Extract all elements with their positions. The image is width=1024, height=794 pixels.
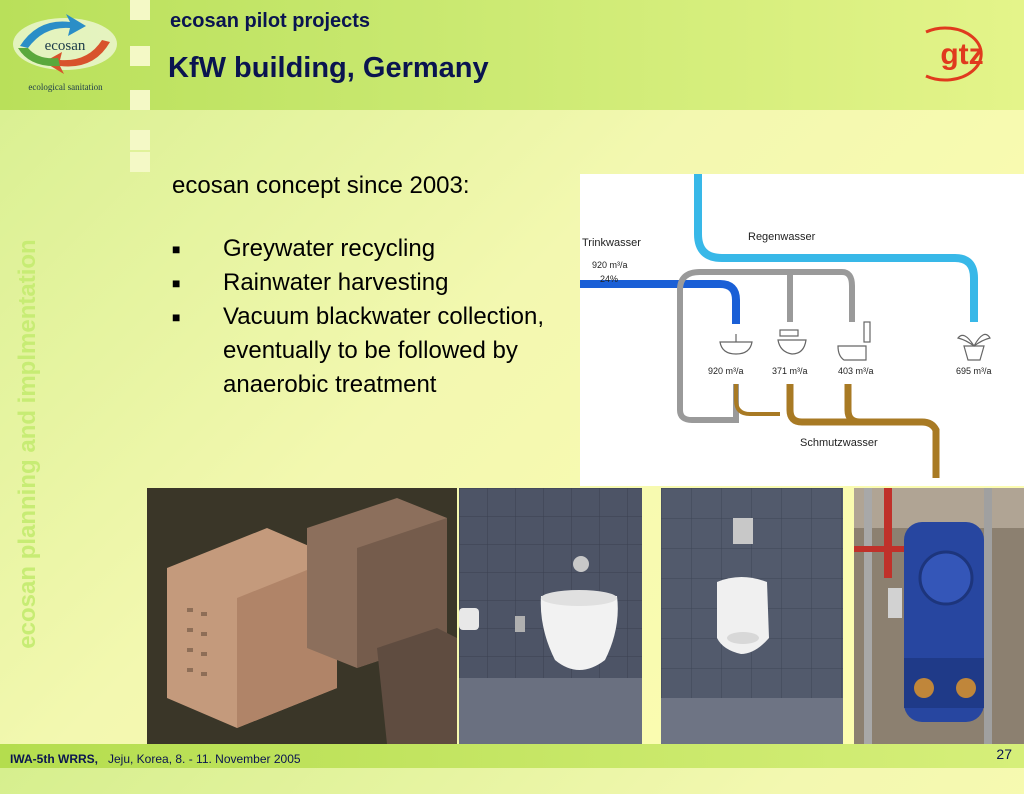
- logo-caption: ecological sanitation: [28, 82, 103, 92]
- wastewater-pipe: [786, 384, 940, 478]
- list-item: ■ Greywater recycling: [172, 232, 572, 266]
- label-trinkwasser: Trinkwasser: [582, 237, 641, 249]
- water-flow-diagram: Trinkwasser 920 m³/a 24% Regenwasser Sch…: [580, 174, 1024, 486]
- footer-conference: IWA-5th WRRS,: [10, 752, 98, 766]
- greywater-pipe: [677, 384, 740, 423]
- bullet-text: Rainwater harvesting: [223, 269, 449, 296]
- footer-place-date: Jeju, Korea, 8. - 11. November 2005: [108, 752, 301, 766]
- vacuum-toilet-photo: [459, 488, 642, 744]
- bullet-icon: ■: [172, 241, 181, 257]
- potable-pipe: [580, 280, 740, 324]
- gtz-logo: gtz: [918, 24, 1008, 84]
- ecosan-logo: ecosan ecological sanitation: [8, 12, 123, 102]
- intro-text: ecosan concept since 2003:: [172, 172, 470, 199]
- bullet-text: Vacuum blackwater collection, eventually…: [223, 303, 545, 398]
- urinal-icon: [837, 321, 871, 361]
- gtz-wordmark: gtz: [940, 38, 983, 71]
- label-regenwasser: Regenwasser: [748, 231, 816, 243]
- footer-band: IWA-5th WRRS, Jeju, Korea, 8. - 11. Nove…: [0, 744, 1024, 768]
- section-subtitle: ecosan pilot projects: [170, 10, 371, 32]
- page-title: KfW building, Germany: [168, 52, 489, 84]
- bullet-icon: ■: [172, 309, 181, 325]
- sink-icon: [719, 334, 753, 355]
- value-irrigation: 695 m³/a: [956, 366, 992, 376]
- list-item: ■ Rainwater harvesting: [172, 266, 572, 300]
- decor-square: [130, 152, 150, 172]
- value-urinal: 403 m³/a: [838, 366, 874, 376]
- architectural-model-photo: [147, 488, 457, 744]
- bullet-icon: ■: [172, 275, 181, 291]
- label-trink-percent: 24%: [600, 274, 618, 284]
- vacuum-tank-photo: [854, 488, 1024, 744]
- logo-wordmark: ecosan: [45, 38, 86, 54]
- decor-square: [130, 0, 150, 20]
- vertical-side-title: ecosan planning and implmentation: [14, 239, 41, 649]
- decor-square: [130, 46, 150, 66]
- label-trink-volume: 920 m³/a: [592, 260, 628, 270]
- bullet-list: ■ Greywater recycling ■ Rainwater harvesti…: [172, 232, 572, 402]
- list-item: ■ Vacuum blackwater collection, eventuall…: [172, 300, 572, 402]
- decor-square: [130, 90, 150, 110]
- label-schmutzwasser: Schmutzwasser: [800, 437, 878, 449]
- value-toilet: 371 m³/a: [772, 366, 808, 376]
- toilet-icon: [777, 329, 807, 355]
- wastewater-pipe: [734, 384, 780, 416]
- greywater-pipe: [677, 269, 855, 410]
- rainwater-pipe: [694, 174, 978, 322]
- page-number: 27: [996, 746, 1012, 762]
- plant-icon: [956, 333, 991, 361]
- urinal-photo: [661, 488, 843, 744]
- value-sink: 920 m³/a: [708, 366, 744, 376]
- decor-square: [130, 130, 150, 150]
- bullet-text: Greywater recycling: [223, 235, 436, 262]
- header-band: ecosan ecological sanitation ecosan pilo…: [0, 0, 1024, 110]
- wastewater-pipe: [844, 384, 861, 426]
